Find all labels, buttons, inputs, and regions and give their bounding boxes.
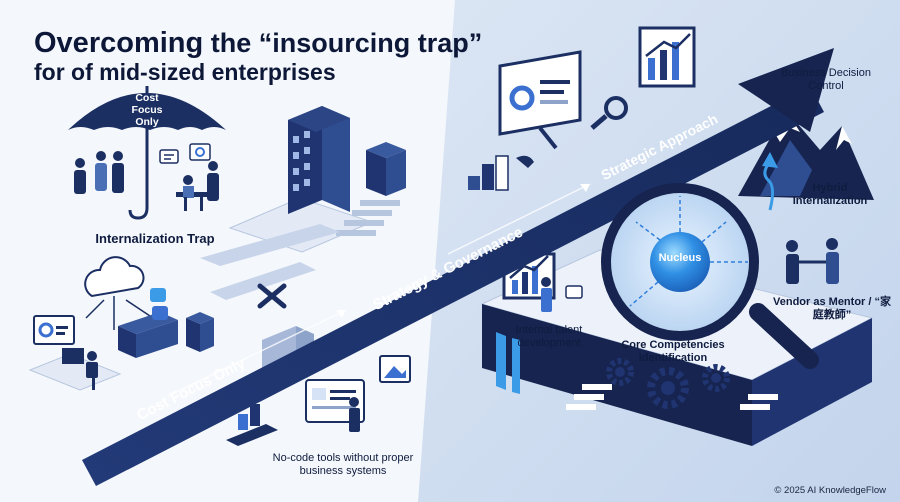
page-title: Overcoming the “insourcing trap” for of … (34, 24, 482, 86)
arrow-head-icon (738, 48, 834, 132)
gears-icon (606, 358, 730, 409)
cloud-desk-scene (28, 256, 178, 391)
broken-cross-icon (257, 283, 287, 309)
title-line-2: for of mid-sized enterprises (34, 58, 336, 85)
chat-bubble-icon (159, 149, 179, 164)
magnifier-small-icon (590, 96, 628, 130)
puzzle-icon (150, 288, 168, 320)
vendor-mentor-label: Vendor as Mentor / “家庭教師” (773, 296, 891, 321)
title-trap-phrase: “insourcing trap” (258, 28, 483, 58)
blocks-icon (226, 404, 278, 446)
copyright-footer: © 2025 AI KnowledgeFlow (774, 485, 886, 496)
hybrid-internalization-label: Hybrid Internalization (792, 182, 868, 207)
bar-blocks-icon (468, 155, 509, 191)
stairs-right-icon (566, 384, 778, 410)
business-decision-label: Business Decision Control (781, 67, 871, 92)
cloud-icon (84, 256, 145, 298)
umbrella-label: Cost Focus Only (131, 92, 163, 129)
title-word-overcoming: Overcoming (34, 27, 204, 59)
magnifier-handle (749, 303, 819, 369)
no-code-scene (226, 355, 411, 446)
strategy-arrow-band (82, 86, 824, 486)
internal-talent-label: Internal talent development (515, 324, 583, 349)
gear-bubble-icon (189, 143, 211, 161)
nucleus-label: Nucleus (658, 252, 702, 264)
no-code-label: No-code tools without proper business sy… (272, 452, 414, 477)
umbrella-scene (68, 86, 226, 220)
magnifier-nucleus-scene (601, 183, 819, 369)
laptop-icon (62, 348, 84, 364)
nucleus-sphere-icon (650, 232, 710, 292)
title-word-the: the (203, 28, 259, 58)
internalization-trap-label: Internalization Trap (95, 231, 215, 246)
analytics-monitor-scene (468, 26, 696, 191)
desk-worker-icon (176, 175, 210, 211)
stairs-icon (336, 200, 400, 236)
handshake-icon (786, 238, 839, 284)
building-scene (186, 106, 406, 380)
core-competencies-label: Core Competencies Identification (621, 339, 725, 364)
coin-icon (516, 155, 534, 168)
team-people-icon (74, 151, 219, 201)
